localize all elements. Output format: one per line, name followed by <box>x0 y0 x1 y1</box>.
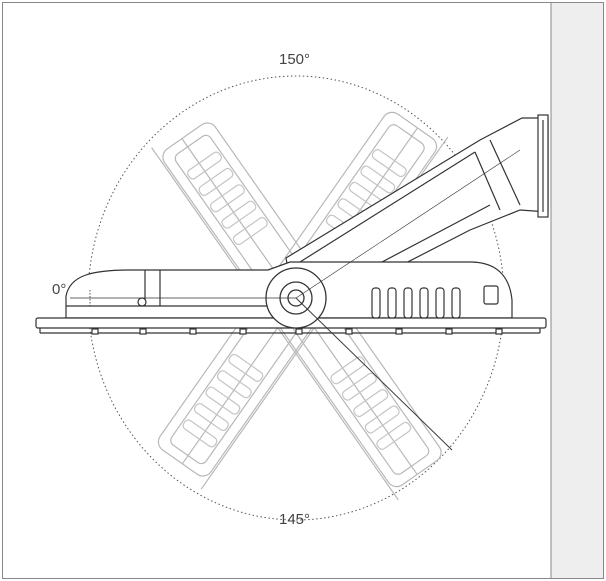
upper-limit-line <box>295 149 521 299</box>
lens-clips <box>91 328 503 335</box>
lower-angle-label: 145° <box>279 511 311 528</box>
zero-angle-label: 0° <box>52 281 67 298</box>
cooling-fins <box>371 285 499 319</box>
lower-limit-line <box>295 297 453 451</box>
wall-panel <box>551 3 603 578</box>
upper-angle-label: 150° <box>279 51 311 68</box>
